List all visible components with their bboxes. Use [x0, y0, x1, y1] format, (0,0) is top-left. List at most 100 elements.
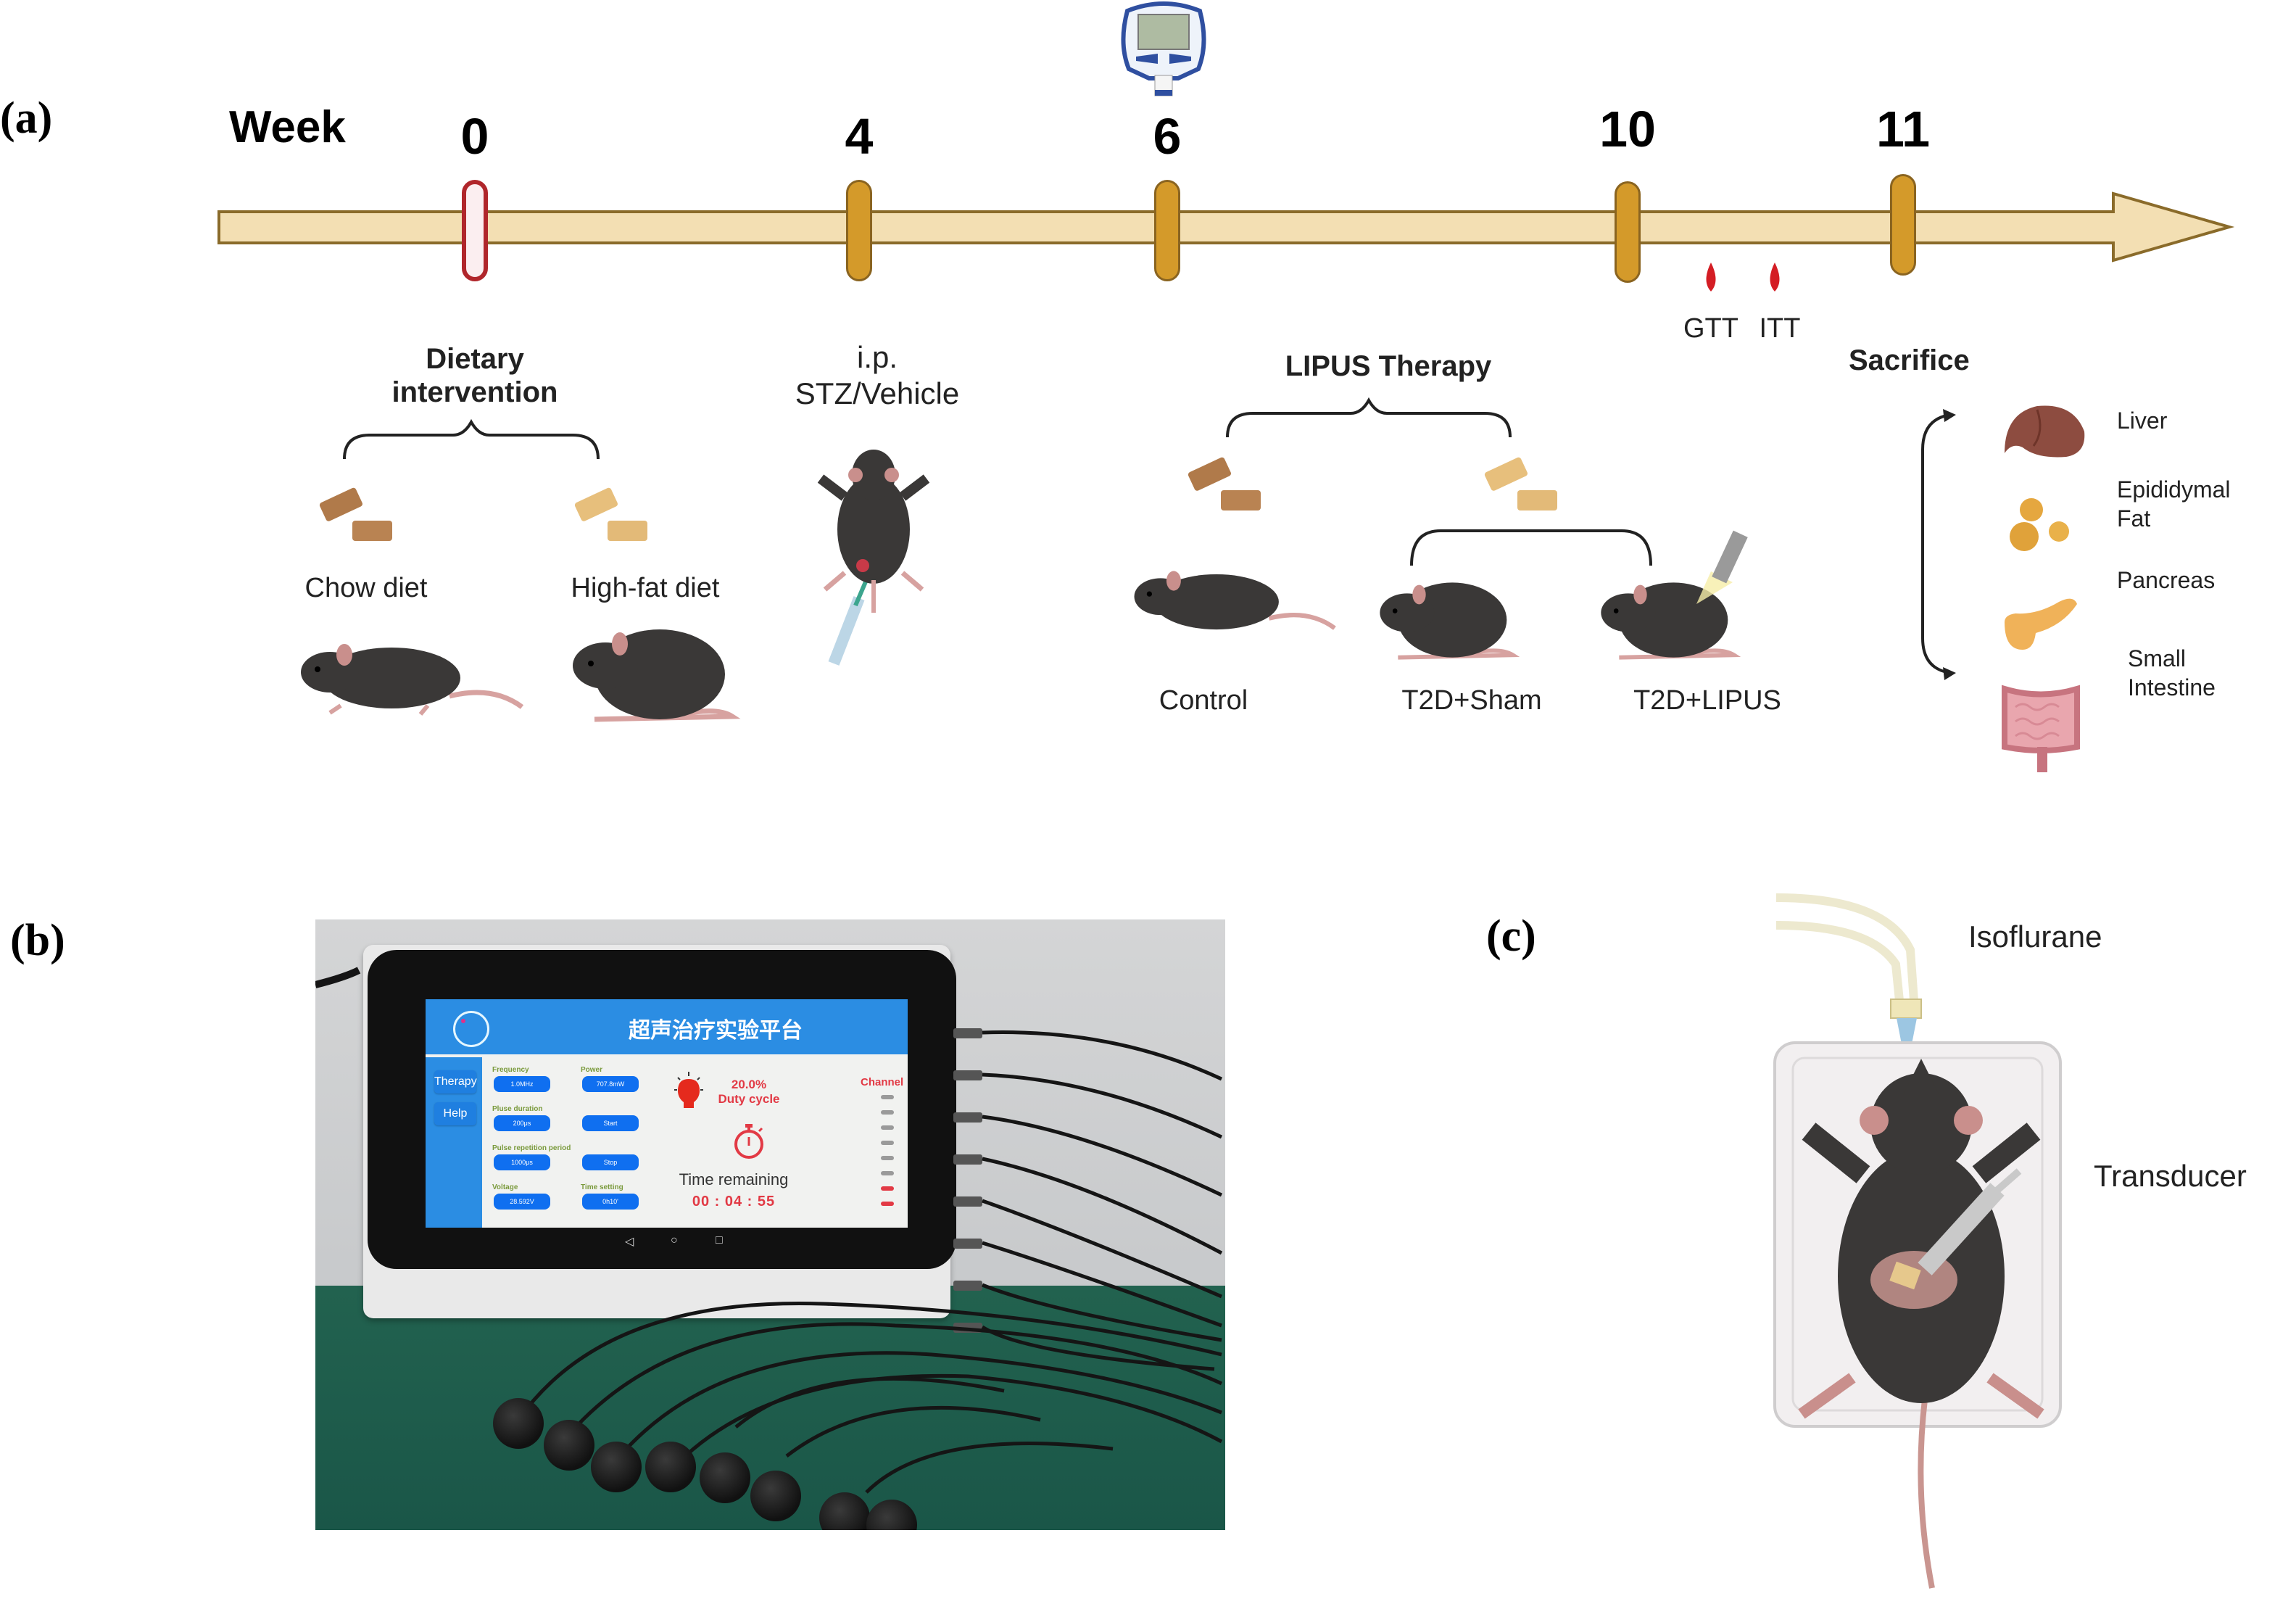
week-label: 0 — [460, 108, 489, 165]
nav-home-icon[interactable]: ○ — [671, 1234, 678, 1247]
organ-label-line: Intestine — [2128, 674, 2216, 700]
app-logo-icon — [453, 1011, 489, 1047]
week-label: 6 — [1153, 108, 1182, 165]
duty-cycle: 20.0% Duty cycle — [705, 1078, 792, 1107]
dietary-brace — [343, 418, 600, 460]
channel-indicator — [881, 1141, 894, 1145]
screen-header: 超声治疗实验平台 — [426, 999, 908, 1054]
injection-line1: i.p. — [856, 340, 898, 374]
t2d-sham-group-label: T2D+Sham — [1401, 685, 1542, 716]
mouse-supine-icon — [1798, 1059, 2044, 1589]
transducer-label: Transducer — [2094, 1159, 2247, 1193]
parameter-button[interactable]: 1000μs — [494, 1154, 550, 1170]
panel-c-label: (c) — [1486, 911, 1536, 961]
channel-indicator — [881, 1110, 894, 1115]
week-marker — [846, 180, 872, 281]
duty-cycle-value: 20.0% — [731, 1078, 767, 1091]
channel-port — [953, 1112, 982, 1123]
parameter-button[interactable]: 707.8mW — [582, 1076, 639, 1092]
channel-label: Channel — [861, 1076, 904, 1088]
ultrasound-probe-icon — [1696, 530, 1748, 604]
transducer-cables — [315, 967, 1223, 1494]
parameter-label: Time setting — [581, 1183, 623, 1191]
channel-port — [953, 1239, 982, 1249]
week-marker — [1890, 174, 1916, 276]
organ-label-line: Fat — [2117, 505, 2151, 532]
transducer-probe — [750, 1471, 801, 1521]
week-label: 10 — [1599, 101, 1656, 157]
isoflurane-tubes — [1775, 893, 1922, 1048]
transducer-probe — [544, 1420, 594, 1471]
channel-port — [953, 1154, 982, 1165]
t2d-lipus-group-label: T2D+LIPUS — [1633, 685, 1781, 716]
channel-indicator — [881, 1095, 894, 1099]
lipus-heading: LIPUS Therapy — [1285, 350, 1492, 382]
week-marker — [462, 180, 488, 281]
parameter-button[interactable]: 0h10' — [582, 1194, 639, 1210]
parameter-button[interactable]: 200μs — [494, 1115, 550, 1131]
help-tab[interactable]: Help — [434, 1102, 476, 1125]
time-remaining-label: Time remaining — [679, 1170, 789, 1188]
stopwatch-icon — [734, 1124, 763, 1159]
dietary-heading-line2: intervention — [391, 376, 558, 408]
screen-title: 超声治疗实验平台 — [629, 1018, 803, 1043]
fat-icon — [2010, 498, 2069, 551]
mouse-obese-icon — [573, 629, 741, 722]
mouse-lean-icon — [301, 644, 524, 716]
week-marker — [1615, 181, 1641, 283]
sacrifice-heading: Sacrifice — [1849, 344, 1970, 376]
injection-heading: i.p. STZ/Vehicle — [768, 339, 986, 412]
parameter-label: Pluse duration — [492, 1105, 543, 1113]
mouse-injection-icon — [817, 450, 930, 666]
pancreas-icon — [2005, 598, 2077, 650]
transducer-probe — [591, 1442, 642, 1492]
mouse-control-icon — [1134, 571, 1336, 630]
lipus-brace — [1226, 397, 1512, 438]
transducer-probe — [645, 1442, 696, 1492]
screen-sidebar: Therapy Help — [426, 1057, 482, 1228]
control-group-label: Control — [1159, 685, 1248, 716]
organ-label-line: Epididymal — [2117, 476, 2231, 503]
glucometer-icon — [1121, 1, 1206, 96]
parameter-button[interactable]: 1.0MHz — [494, 1076, 550, 1092]
week-label: 11 — [1876, 101, 1930, 157]
parameter-button[interactable]: Start — [582, 1115, 639, 1131]
highfat-food-icon — [574, 487, 647, 541]
organ-label: Pancreas — [2117, 566, 2215, 595]
week-label: 4 — [845, 108, 874, 165]
parameter-button[interactable]: 28.592V — [494, 1194, 550, 1210]
parameter-button[interactable]: Stop — [582, 1154, 639, 1170]
panel-b-label: (b) — [10, 916, 65, 965]
duty-cycle-label: Duty cycle — [718, 1092, 780, 1106]
liver-icon — [2005, 405, 2085, 458]
channel-indicator — [881, 1202, 894, 1206]
channel-port — [953, 1196, 982, 1207]
injection-line2: STZ/Vehicle — [795, 376, 960, 410]
blood-drop-icon — [1770, 262, 1780, 292]
mouse-t2d-sham-icon — [1380, 582, 1520, 660]
week-axis-label: Week — [229, 102, 346, 152]
channel-port — [953, 1070, 982, 1080]
blood-drop-icon — [1706, 262, 1716, 292]
parameter-label: Pulse repetition period — [492, 1144, 571, 1152]
organ-label-line: Small — [2128, 645, 2187, 671]
panel-a-label: (a) — [0, 94, 53, 143]
transducer-probe — [700, 1452, 750, 1503]
chow-food-icon — [1188, 457, 1261, 510]
t2d-bracket — [1410, 529, 1652, 566]
nav-back-icon[interactable]: ◁ — [625, 1236, 634, 1248]
organ-label-line: Pancreas — [2117, 567, 2216, 593]
nav-recents-icon[interactable]: □ — [716, 1234, 723, 1247]
timeline-arrow — [217, 191, 2235, 262]
time-remaining-value: 00 : 04 : 55 — [692, 1194, 776, 1210]
gtt-label: GTT — [1683, 313, 1738, 344]
chow-diet-label: Chow diet — [304, 573, 428, 603]
sacrifice-arrow-bracket — [1921, 409, 1956, 680]
channel-indicator — [881, 1171, 894, 1175]
channel-indicator — [881, 1186, 894, 1191]
therapy-tab[interactable]: Therapy — [434, 1070, 477, 1094]
chow-food-icon — [319, 487, 392, 541]
